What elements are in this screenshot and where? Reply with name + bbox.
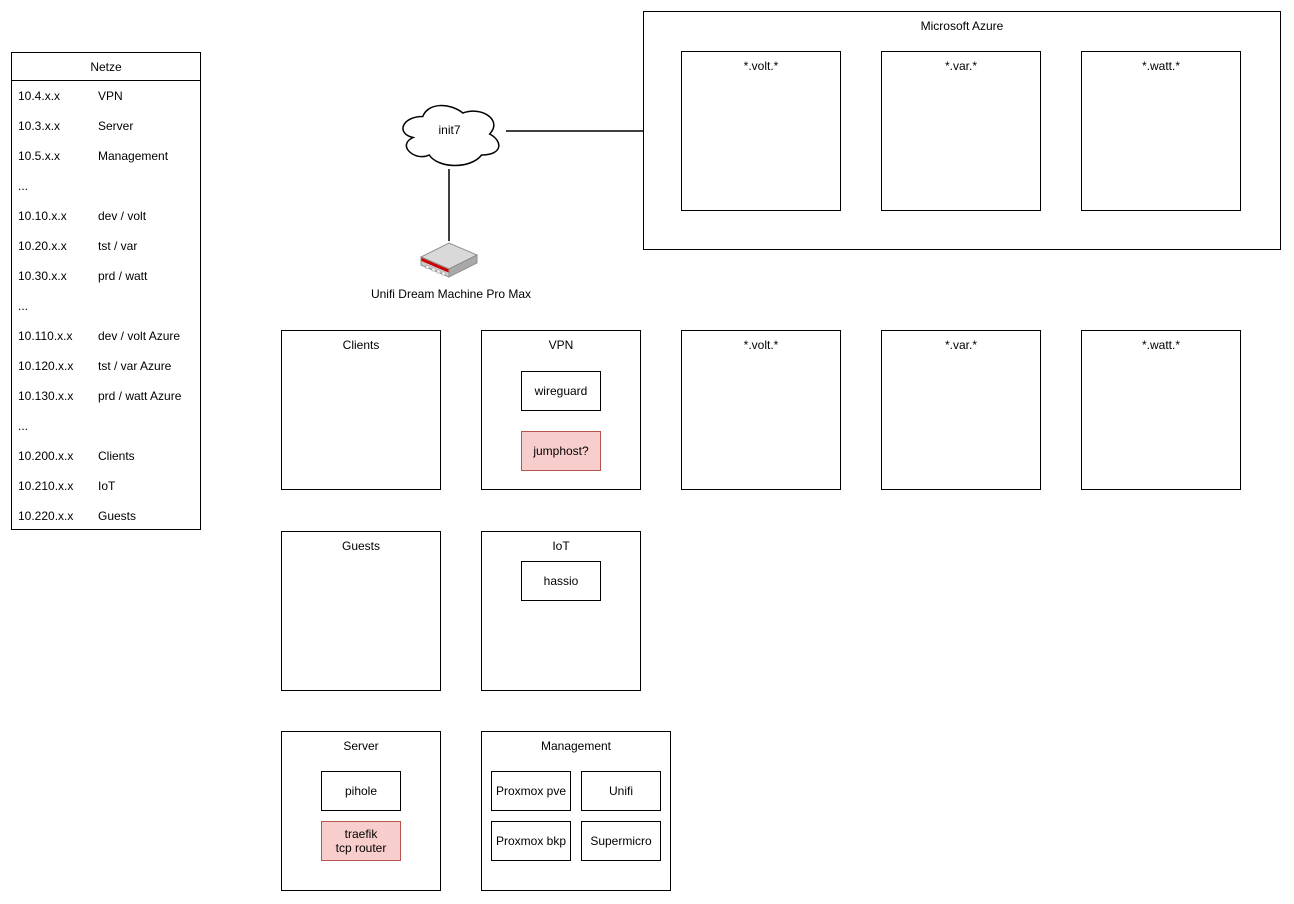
azure-title: Microsoft Azure [920,19,1004,33]
netze-row: 10.200.x.x Clients [12,441,200,471]
netze-ip: ... [18,299,29,313]
network-box-guests-label: Guests [341,539,380,553]
azure-box-volt: *.volt.* [681,51,841,211]
netze-row: 10.30.x.x prd / watt [12,261,200,291]
azure-box-volt-label: *.volt.* [743,59,779,73]
netze-ip: 10.10.x.x [18,209,67,223]
netze-ip: 10.4.x.x [18,89,61,103]
netze-name: dev / volt [98,209,147,223]
netze-name [98,291,200,321]
netze-row: 10.110.x.x dev / volt Azure [12,321,200,351]
netze-name: tst / var Azure [98,359,172,373]
node-hassio-label: hassio [543,574,579,588]
azure-box-var: *.var.* [881,51,1041,211]
node-wireguard: wireguard [521,371,601,411]
network-box-watt-label: *.watt.* [1141,338,1180,352]
netze-name: tst / var [98,239,138,253]
netze-row: ... [12,171,200,201]
netze-row: 10.120.x.x tst / var Azure [12,351,200,381]
netze-ip: ... [18,179,29,193]
netze-ip: 10.110.x.x [18,329,73,343]
netze-name: IoT [98,479,116,493]
node-traefik: traefik tcp router [321,821,401,861]
node-proxmox-bkp-label: Proxmox bkp [495,834,567,848]
azure-box-watt: *.watt.* [1081,51,1241,211]
network-box-server: Server [281,731,441,891]
netze-row: 10.4.x.x VPN [12,81,200,111]
netze-row: 10.210.x.x IoT [12,471,200,501]
netze-name: Management [98,149,169,163]
network-box-var-label: *.var.* [944,338,977,352]
netze-ip: 10.3.x.x [18,119,61,133]
network-box-var: *.var.* [881,330,1041,490]
netze-ip: 10.200.x.x [18,449,74,463]
network-box-watt: *.watt.* [1081,330,1241,490]
node-pihole-label: pihole [344,784,378,798]
netze-ip: 10.130.x.x [18,389,74,403]
netze-name: Clients [98,449,135,463]
netze-ip: 10.220.x.x [18,509,74,523]
netze-row: 10.20.x.x tst / var [12,231,200,261]
netze-name: VPN [98,89,123,103]
network-box-iot: IoT [481,531,641,691]
network-box-volt: *.volt.* [681,330,841,490]
network-box-clients-label: Clients [342,338,380,352]
netze-name: Server [98,119,134,133]
network-box-guests: Guests [281,531,441,691]
azure-box-var-label: *.var.* [944,59,977,73]
netze-row: 10.220.x.x Guests [12,501,200,531]
netze-row: ... [12,411,200,441]
netze-table-body: 10.4.x.x VPN 10.3.x.x Server 10.5.x.x Manag… [12,81,200,531]
network-box-volt-label: *.volt.* [743,338,779,352]
network-box-vpn-label: VPN [548,338,574,352]
node-unifi: Unifi [581,771,661,811]
internet-cloud-label: init7 [438,123,461,137]
netze-ip: 10.30.x.x [18,269,67,283]
network-box-clients: Clients [281,330,441,490]
node-wireguard-label: wireguard [534,384,588,398]
netze-table-title: Netze [12,53,200,81]
node-supermicro: Supermicro [581,821,661,861]
netze-ip: 10.120.x.x [18,359,74,373]
router-icon [419,242,479,278]
netze-row: 10.5.x.x Management [12,141,200,171]
node-supermicro-label: Supermicro [590,834,652,848]
network-box-management: Management [481,731,671,891]
node-traefik-label-line1: traefik [344,827,378,841]
netze-row: ... [12,291,200,321]
netze-ip: ... [18,419,29,433]
netze-row: 10.130.x.x prd / watt Azure [12,381,200,411]
netze-row: 10.10.x.x dev / volt [12,201,200,231]
node-traefik-label-line2: tcp router [335,841,387,855]
node-hassio: hassio [521,561,601,601]
netze-ip: 10.20.x.x [18,239,67,253]
network-box-server-label: Server [343,739,379,753]
node-jumphost-label: jumphost? [533,444,589,458]
node-unifi-label: Unifi [608,784,633,798]
netze-name: prd / watt [98,269,148,283]
node-jumphost: jumphost? [521,431,601,471]
netze-row: 10.3.x.x Server [12,111,200,141]
netze-ip: 10.5.x.x [18,149,61,163]
netze-name: Guests [98,509,137,523]
node-proxmox-pve: Proxmox pve [491,771,571,811]
node-pihole: pihole [321,771,401,811]
netze-name: dev / volt Azure [98,329,181,343]
router-label: Unifi Dream Machine Pro Max [370,287,532,301]
node-proxmox-bkp: Proxmox bkp [491,821,571,861]
node-proxmox-pve-label: Proxmox pve [495,784,567,798]
netze-table: Netze 10.4.x.x VPN 10.3.x.x Server 10.5.x.… [11,52,201,530]
netze-name [98,411,200,441]
azure-box-watt-label: *.watt.* [1141,59,1180,73]
network-box-iot-label: IoT [552,539,570,553]
netze-name: prd / watt Azure [98,389,182,403]
netze-name [98,171,200,201]
netze-ip: 10.210.x.x [18,479,74,493]
network-box-management-label: Management [540,739,612,753]
